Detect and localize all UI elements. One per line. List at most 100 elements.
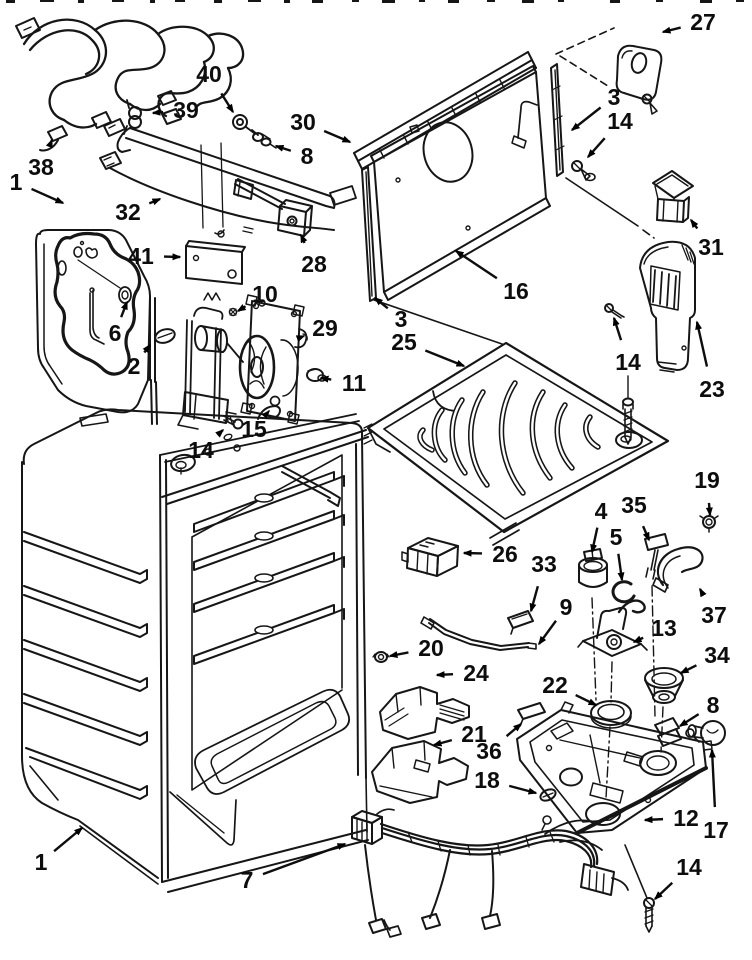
callout-arrow-8 [678,713,700,728]
callout-arrow-32 [148,197,162,206]
bracket-37 [652,546,704,593]
sensor-35 [644,533,669,580]
funnel-34 [644,667,684,704]
callout-35-26: 35 [621,492,651,542]
callout-26-29: 26 [462,541,518,567]
bracket-13 [577,599,648,657]
callout-14-2: 14 [587,108,633,159]
callout-22-37: 22 [542,672,598,707]
callout-label-14: 14 [188,437,214,463]
callout-label-9: 9 [560,594,573,620]
nut-20 [372,651,390,663]
callout-9-32: 9 [538,594,573,646]
callout-34-36: 34 [679,642,730,675]
callout-arrow-12 [643,816,664,824]
part-31 [652,170,694,223]
plate-41 [185,240,246,285]
callout-label-15: 15 [241,416,267,442]
callout-label-10: 10 [252,281,278,307]
callout-label-33: 33 [531,551,557,577]
callout-arrow-20 [388,651,409,658]
cropped-header-text [6,0,744,3]
ring-22 [590,700,632,729]
wire-harness-38 [15,17,245,170]
callout-1-8: 1 [10,169,65,205]
callout-arrow-14 [612,316,623,341]
callout-arrow-25 [424,349,466,368]
callout-label-13: 13 [651,615,677,641]
callout-17-43: 17 [703,748,729,843]
callout-arrow-4 [590,527,599,554]
callout-label-2: 2 [128,353,141,379]
callout-label-3: 3 [395,306,408,332]
callout-7-45: 7 [241,842,347,893]
callout-arrow-16 [454,250,498,280]
callout-21-39: 21 [432,721,487,747]
callout-label-16: 16 [503,278,529,304]
callout-15-23: 15 [241,409,270,442]
callout-label-1: 1 [35,849,48,875]
wire-harness-7 [351,808,629,938]
callout-36-40: 36 [476,723,523,764]
callout-label-36: 36 [476,738,502,764]
clip-15 [257,395,281,420]
callout-label-24: 24 [463,660,489,686]
callout-label-26: 26 [492,541,518,567]
control-box-26 [401,537,459,577]
callout-3-14: 3 [373,297,408,332]
callout-label-32: 32 [115,199,141,225]
callout-38-7: 38 [28,138,54,180]
callout-label-31: 31 [698,234,724,260]
strip-3-right [550,63,565,177]
callout-label-22: 22 [542,672,568,698]
callout-arrow-19 [705,502,713,517]
callout-arrow-22 [575,694,598,707]
callout-label-38: 38 [28,154,54,180]
callout-label-19: 19 [694,467,720,493]
callout-label-11: 11 [342,370,367,396]
callout-23-17: 23 [695,320,725,402]
callout-14-16: 14 [612,316,641,375]
callout-11-22: 11 [319,370,367,396]
callout-41-13: 41 [128,243,182,269]
callout-arrow-34 [679,664,697,675]
callout-arrow-28 [299,233,308,244]
callout-arrow-30 [323,129,352,144]
thermostat-4 [578,548,608,588]
callout-label-1: 1 [10,169,23,195]
grommet-40 [232,114,259,136]
callout-18-41: 18 [474,767,538,795]
screw-8-top [252,132,277,149]
callout-24-35: 24 [435,660,489,686]
strip-3-left [361,166,377,302]
callout-5-28: 5 [610,524,625,582]
callout-arrow-11 [319,375,332,383]
light-bulb-17 [687,720,726,746]
callout-8-6: 8 [274,143,314,169]
wire-bracket-9 [420,616,537,651]
callout-12-42: 12 [643,805,699,831]
back-panel-16 [370,65,551,301]
callout-label-39: 39 [173,97,199,123]
callout-arrow-38 [45,138,54,149]
callout-arrow-14 [215,428,225,438]
callout-arrow-31 [690,218,699,230]
callout-label-7: 7 [241,867,254,893]
air-duct-kidney [53,231,142,376]
callout-arrow-3 [570,106,602,131]
callout-label-29: 29 [312,315,338,341]
clip-33 [507,610,534,635]
air-duct-21 [371,740,469,804]
callout-25-15: 25 [391,329,466,368]
air-tower-23 [639,240,696,373]
light-housing-12 [516,701,713,835]
callout-arrow-21 [432,738,453,747]
callout-14-24: 14 [188,428,225,463]
callout-arrow-5 [617,553,625,582]
callout-37-31: 37 [698,587,727,628]
callout-27-0: 27 [661,9,716,35]
callout-label-14: 14 [676,854,702,880]
callout-31-12: 31 [690,218,724,260]
callout-arrow-18 [508,784,538,795]
callout-arrow-9 [538,620,557,646]
